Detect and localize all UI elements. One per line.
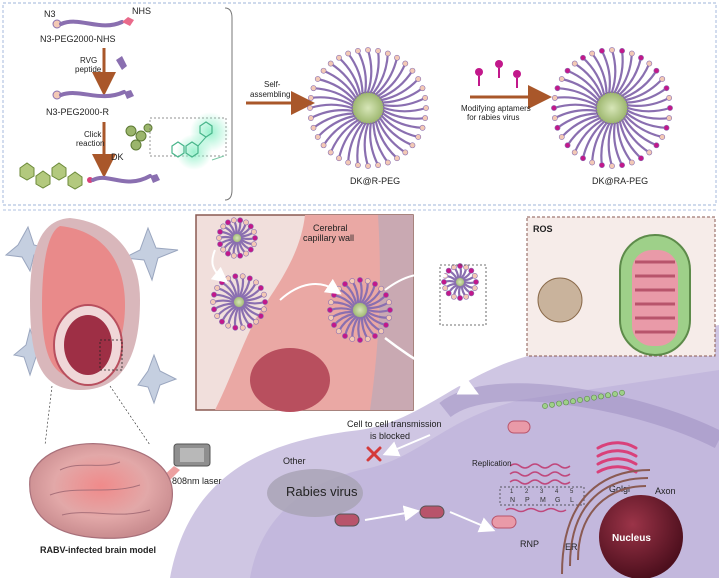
nhs-label: NHS — [132, 6, 151, 16]
rna-strands — [509, 463, 571, 485]
brain-model-label: RABV-infected brain model — [40, 545, 156, 555]
svg-text:4: 4 — [555, 489, 559, 495]
brain-folds — [49, 461, 151, 516]
rnp-icon — [491, 515, 517, 529]
svg-text:1: 1 — [510, 489, 514, 495]
endoplasmic-reticulum — [561, 469, 651, 575]
rvg-peptide-icon — [116, 56, 127, 70]
svg-text:G: G — [555, 497, 560, 504]
rvg-label-2: peptide — [75, 65, 102, 74]
nucleus — [599, 495, 683, 578]
svg-text:M: M — [540, 497, 546, 504]
svg-text:N: N — [510, 497, 515, 504]
red-cell — [250, 348, 330, 412]
arrow-to-neuron — [384, 337, 479, 395]
n3-peg-nhs-label: N3-PEG2000-NHS — [40, 34, 116, 44]
genome-box — [499, 486, 585, 506]
virion-budding — [507, 420, 531, 434]
golgi-label: Golgi — [609, 484, 630, 494]
self-label-2: assembling — [250, 90, 290, 99]
ros-zoom-box — [439, 264, 487, 326]
dk-chemical-structure — [171, 112, 230, 170]
virion-small-1 — [334, 513, 360, 527]
dk-label: DK — [111, 152, 124, 162]
zoom-line-brain-2 — [109, 385, 151, 446]
brain-model — [29, 443, 173, 539]
rnp-label: RNP — [520, 539, 539, 549]
dk-ra-peg-label: DK@RA-PEG — [592, 176, 648, 186]
other-label: Other — [283, 456, 306, 466]
micelle-dk-r-peg — [307, 47, 429, 169]
replication-label: Replication — [472, 459, 512, 468]
svg-text:2: 2 — [525, 489, 529, 495]
vessel-lumen — [64, 315, 112, 375]
rabies-virus-label: Rabies virus — [286, 484, 358, 499]
arrow-transcytosis-2 — [279, 278, 342, 301]
virion-large — [619, 234, 691, 356]
n3-label: N3 — [44, 9, 56, 19]
rvg-label-1: RVG — [80, 56, 97, 65]
virion-small-2 — [419, 505, 445, 519]
arrow-blocked — [382, 434, 431, 457]
micelle-dk-ra-peg — [551, 47, 673, 169]
svg-text:5: 5 — [570, 489, 574, 495]
transmission-label-2: is blocked — [370, 431, 410, 441]
svg-text:P: P — [525, 497, 530, 504]
dk-r-peg-label: DK@R-PEG — [350, 176, 400, 186]
nucleus-label: Nucleus — [612, 533, 651, 544]
bracket — [224, 7, 233, 201]
conjugated-chain — [19, 162, 160, 190]
n3-peg-r-chain — [52, 90, 134, 100]
n3-peg-nhs-chain — [52, 17, 134, 29]
aptamer-icons — [475, 60, 521, 88]
modify-label-1: Modifying aptamers — [461, 104, 531, 113]
svg-text:3: 3 — [540, 489, 544, 495]
vessel-zoom-box — [99, 339, 123, 371]
arrow-transcytosis-1 — [210, 249, 229, 283]
transmission-label-1: Cell to cell transmission — [347, 419, 442, 429]
n3-peg-r-label: N3-PEG2000-R — [46, 107, 110, 117]
genome-strand — [505, 507, 567, 513]
modify-label-2: for rabies virus — [467, 113, 519, 122]
laser-label: 808nm laser — [172, 476, 222, 486]
dk-molecule — [125, 123, 153, 151]
capillary-label-1: Cerebral — [313, 223, 348, 233]
er-label: ER — [565, 542, 578, 552]
svg-text:L: L — [570, 497, 574, 504]
arrow-uncoat — [449, 511, 496, 533]
arrow-out — [384, 265, 448, 291]
ros-label: ROS — [533, 224, 553, 234]
other-cell — [267, 469, 363, 517]
gene-labels: 1N 2P 3M 4G 5L — [510, 489, 574, 504]
brain-tissue-edge — [370, 215, 413, 410]
neuron-axon — [439, 383, 719, 449]
click-label-2: reaction — [76, 139, 104, 148]
capillary-label-2: capillary wall — [303, 233, 354, 243]
axon-label: Axon — [655, 486, 676, 496]
blocked-cross-icon — [366, 446, 382, 462]
small-micelles — [210, 217, 479, 343]
axon-virions — [542, 389, 625, 409]
click-label-1: Click — [84, 130, 102, 139]
self-label-1: Self- — [264, 80, 281, 89]
arrow-entry — [364, 505, 420, 522]
micelle-core-ros — [537, 277, 583, 323]
zoom-line-brain-1 — [44, 385, 53, 446]
